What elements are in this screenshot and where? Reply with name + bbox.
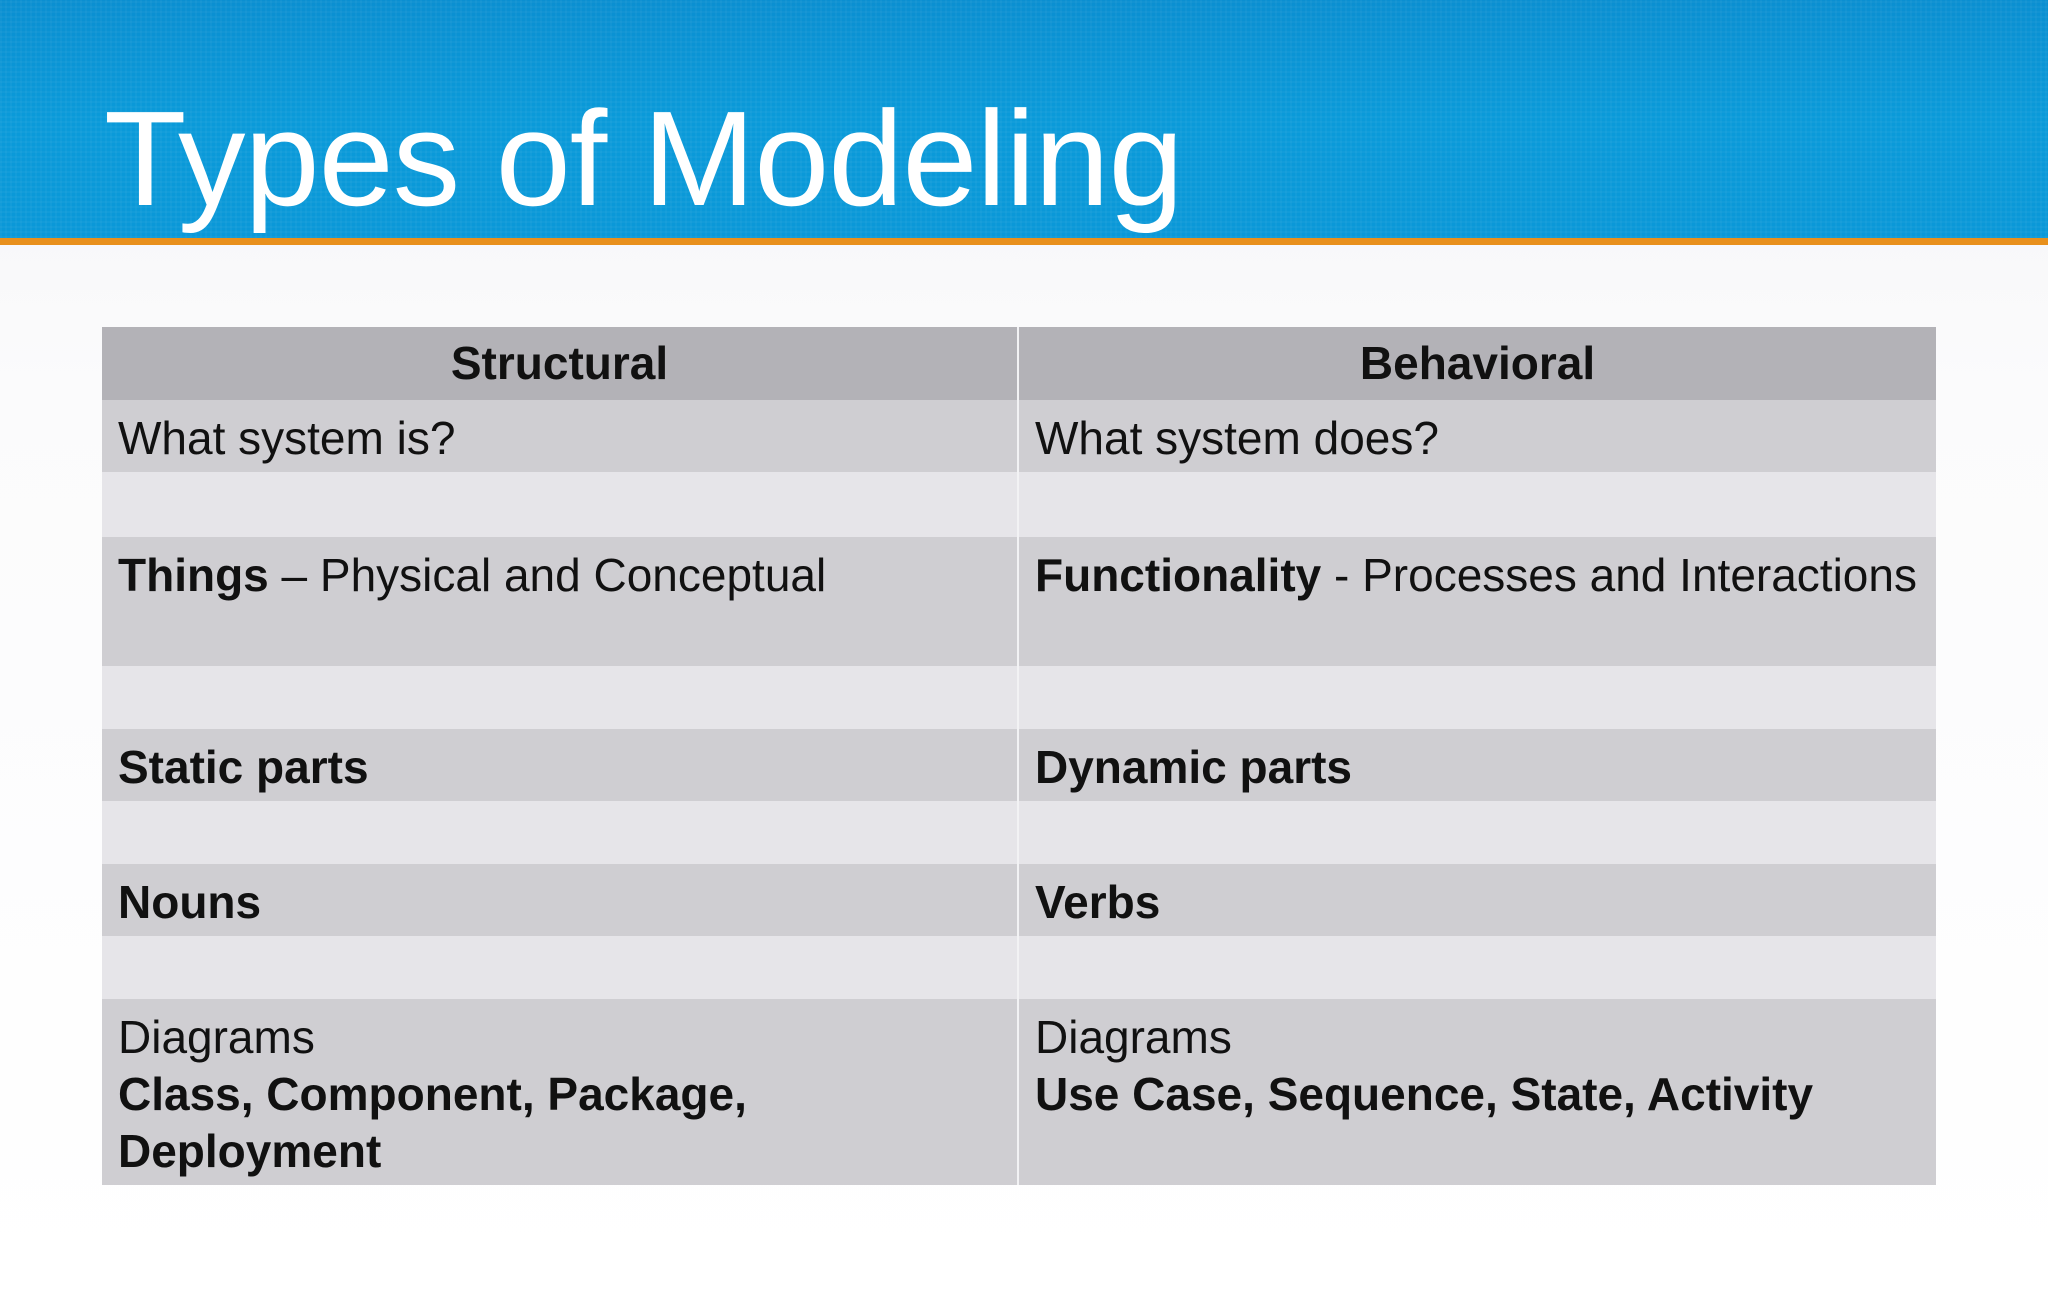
cell-bold-text: Static parts [118,741,369,793]
spacer-row [102,472,1936,537]
behavioral-cell: Verbs [1018,864,1936,936]
cell-text: - Processes and Interactions [1321,549,1917,601]
modeling-comparison-table: Structural Behavioral What system is? Wh… [102,327,1936,1185]
slide-title: Types of Modeling [104,83,1184,234]
cell-bold-text: Dynamic parts [1035,741,1353,793]
behavioral-cell: Diagrams Use Case, Sequence, State, Acti… [1018,999,1936,1185]
cell-text: – Physical and Conceptual [268,549,827,601]
table-row: Diagrams Class, Component, Package, Depl… [102,999,1936,1185]
table-row: What system is? What system does? [102,400,1936,472]
spacer-row [102,936,1936,999]
spacer-row [102,801,1936,864]
cell-text: What system does? [1035,412,1439,464]
header-structural: Structural [102,327,1019,400]
header-behavioral: Behavioral [1018,327,1936,400]
structural-cell: Things – Physical and Conceptual [102,537,1019,666]
structural-cell: Static parts [102,729,1019,801]
behavioral-cell: Functionality - Processes and Interactio… [1018,537,1936,666]
cell-bold-text: Nouns [118,876,262,928]
cell-bold-text: Things [118,549,269,601]
cell-text: Diagrams [1035,1011,1232,1063]
cell-text: Diagrams [118,1011,315,1063]
cell-bold-text: Functionality [1035,549,1322,601]
structural-cell: Diagrams Class, Component, Package, Depl… [102,999,1019,1185]
cell-bold-text: Verbs [1035,876,1161,928]
spacer-row [102,666,1936,729]
structural-cell: Nouns [102,864,1019,936]
table-row: Nouns Verbs [102,864,1936,936]
cell-bold-text: Class, Component, Package, Deployment [118,1068,747,1177]
title-banner [0,0,2048,245]
cell-text: What system is? [118,412,456,464]
cell-bold-text: Use Case, Sequence, State, Activity [1035,1068,1814,1120]
table-header-row: Structural Behavioral [102,327,1936,400]
behavioral-cell: Dynamic parts [1018,729,1936,801]
structural-cell: What system is? [102,400,1019,472]
behavioral-cell: What system does? [1018,400,1936,472]
table-row: Things – Physical and Conceptual Functio… [102,537,1936,666]
table-row: Static parts Dynamic parts [102,729,1936,801]
